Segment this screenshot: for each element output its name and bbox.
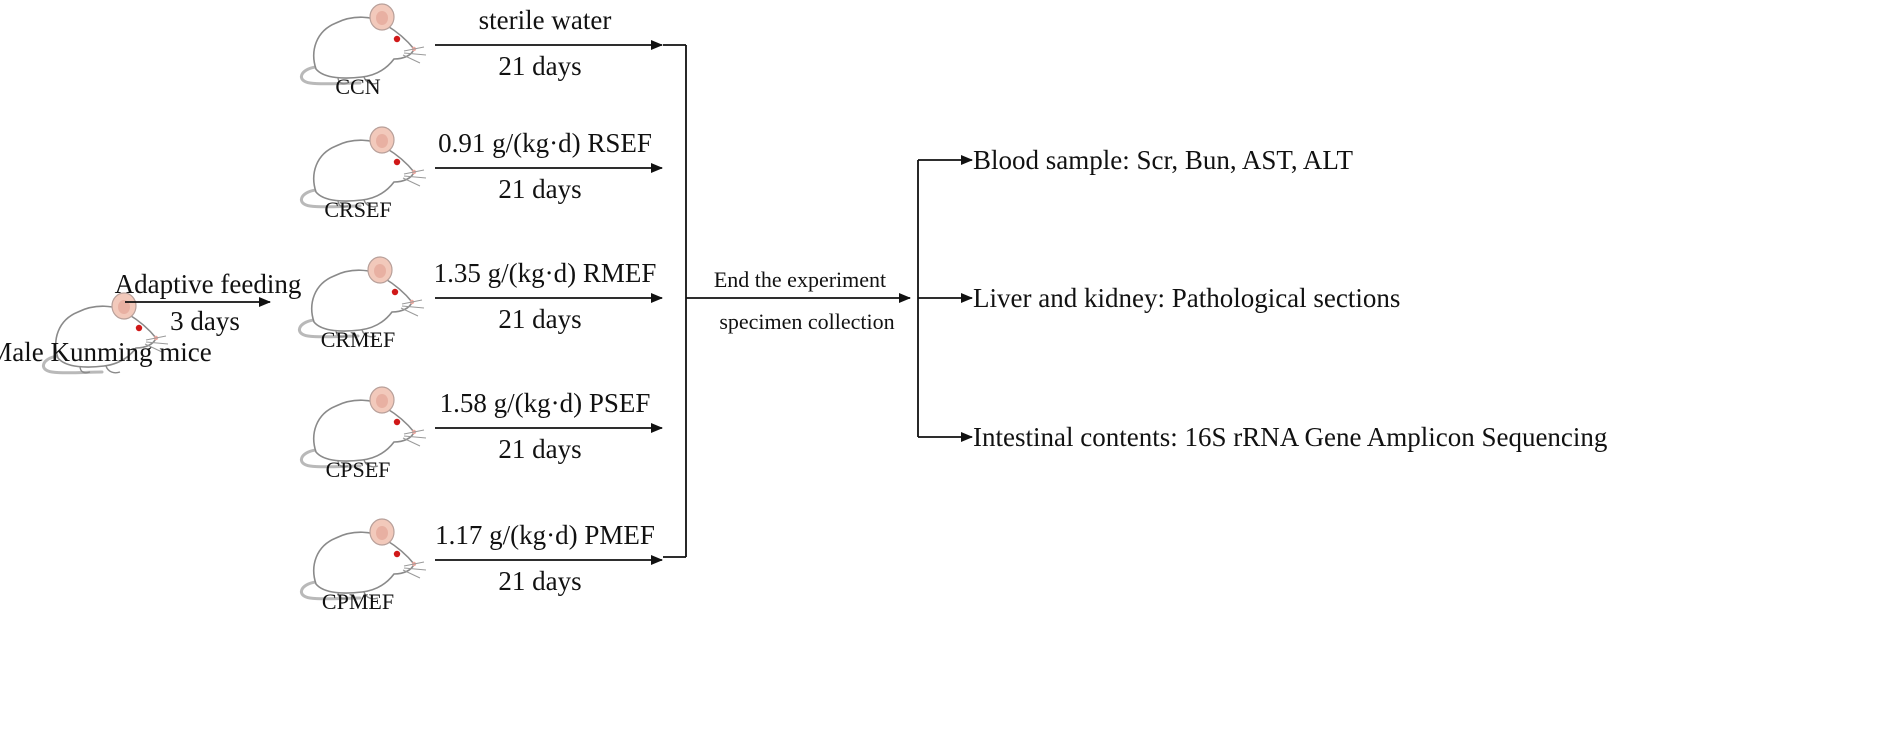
treatment-label: 0.91 g/(kg·d) RSEF [438, 128, 652, 158]
mouse-icon [297, 255, 426, 339]
duration-label: 21 days [498, 566, 581, 596]
mouse-icon [299, 125, 428, 209]
specimen-collection-label: specimen collection [719, 309, 894, 334]
treatment-label: 1.58 g/(kg·d) PSEF [440, 388, 651, 418]
duration-label: 21 days [498, 51, 581, 81]
treatment-label: sterile water [479, 5, 612, 35]
group-name: CCN [335, 74, 380, 99]
group-row: CRSEF 0.91 g/(kg·d) RSEF 21 days [299, 125, 663, 222]
end-experiment-label: End the experiment [714, 267, 886, 292]
group-row: CCN sterile water 21 days [299, 2, 663, 99]
group-name: CPSEF [326, 457, 391, 482]
outcome-item: Liver and kidney: Pathological sections [918, 283, 1400, 313]
treatment-label: 1.35 g/(kg·d) RMEF [434, 258, 657, 288]
start-label: Male Kunming mice [0, 337, 212, 367]
mouse-icon [299, 385, 428, 469]
duration-label: 21 days [498, 434, 581, 464]
outcome-label: Intestinal contents: 16S rRNA Gene Ampli… [973, 422, 1607, 452]
duration-label: 21 days [498, 174, 581, 204]
group-name: CRMEF [321, 327, 396, 352]
group-row: CPMEF 1.17 g/(kg·d) PMEF 21 days [299, 517, 663, 614]
group-name: CRSEF [324, 197, 391, 222]
group-row: CRMEF 1.35 g/(kg·d) RMEF 21 days [297, 255, 663, 352]
mouse-icon [299, 517, 428, 601]
mouse-icon [299, 2, 428, 86]
adaptive-feeding-duration: 3 days [170, 306, 240, 336]
outcome-list: Blood sample: Scr, Bun, AST, ALT Liver an… [918, 145, 1607, 452]
outcome-item: Blood sample: Scr, Bun, AST, ALT [918, 145, 1353, 175]
outcome-label: Blood sample: Scr, Bun, AST, ALT [973, 145, 1353, 175]
outcome-label: Liver and kidney: Pathological sections [973, 283, 1400, 313]
duration-label: 21 days [498, 304, 581, 334]
group-name: CPMEF [322, 589, 394, 614]
adaptive-feeding-label: Adaptive feeding [115, 269, 302, 299]
outcome-item: Intestinal contents: 16S rRNA Gene Ampli… [918, 422, 1607, 452]
treatment-label: 1.17 g/(kg·d) PMEF [435, 520, 655, 550]
group-row: CPSEF 1.58 g/(kg·d) PSEF 21 days [299, 385, 663, 482]
